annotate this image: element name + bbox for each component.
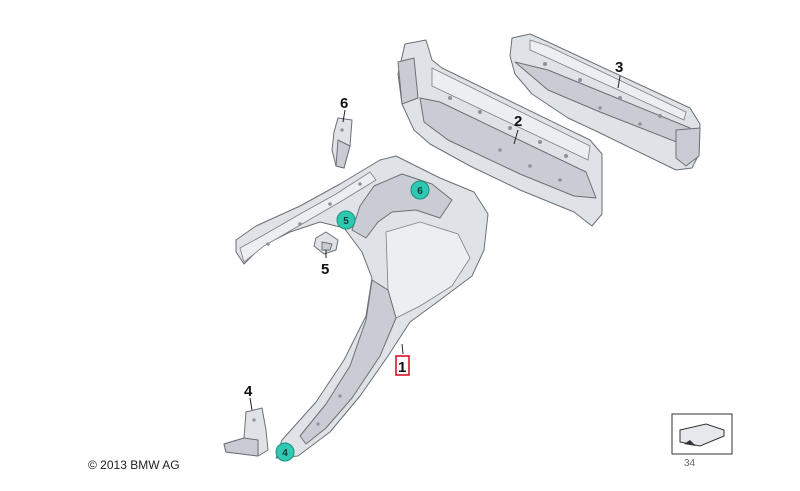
svg-text:5: 5	[343, 216, 349, 227]
callout-1-highlight[interactable]: 1	[395, 355, 410, 376]
view-indicator-icon: 34	[671, 413, 733, 469]
part-5-bracket[interactable]	[313, 231, 339, 255]
callout-4: 4	[244, 383, 253, 400]
part-6-bracket[interactable]	[331, 117, 353, 169]
callout-3: 3	[615, 59, 623, 76]
callout-5: 5	[321, 261, 329, 278]
leader-lines	[249, 75, 621, 411]
part-1-side-panel[interactable]	[235, 155, 489, 459]
copyright-text: © 2013 BMW AG	[88, 458, 180, 472]
svg-text:4: 4	[282, 448, 288, 459]
callout-1: 1	[398, 359, 406, 376]
badge-4: 4	[275, 442, 295, 462]
svg-text:6: 6	[417, 186, 423, 197]
part-3-rear-panel[interactable]	[509, 33, 701, 171]
badge-6: 6	[410, 180, 430, 200]
corner-code: 34	[684, 458, 696, 469]
callout-2: 2	[514, 113, 522, 130]
callout-6: 6	[340, 95, 348, 112]
badge-5: 5	[336, 210, 356, 230]
part-4-bracket[interactable]	[223, 407, 269, 457]
part-2-cross-member[interactable]	[397, 39, 603, 227]
